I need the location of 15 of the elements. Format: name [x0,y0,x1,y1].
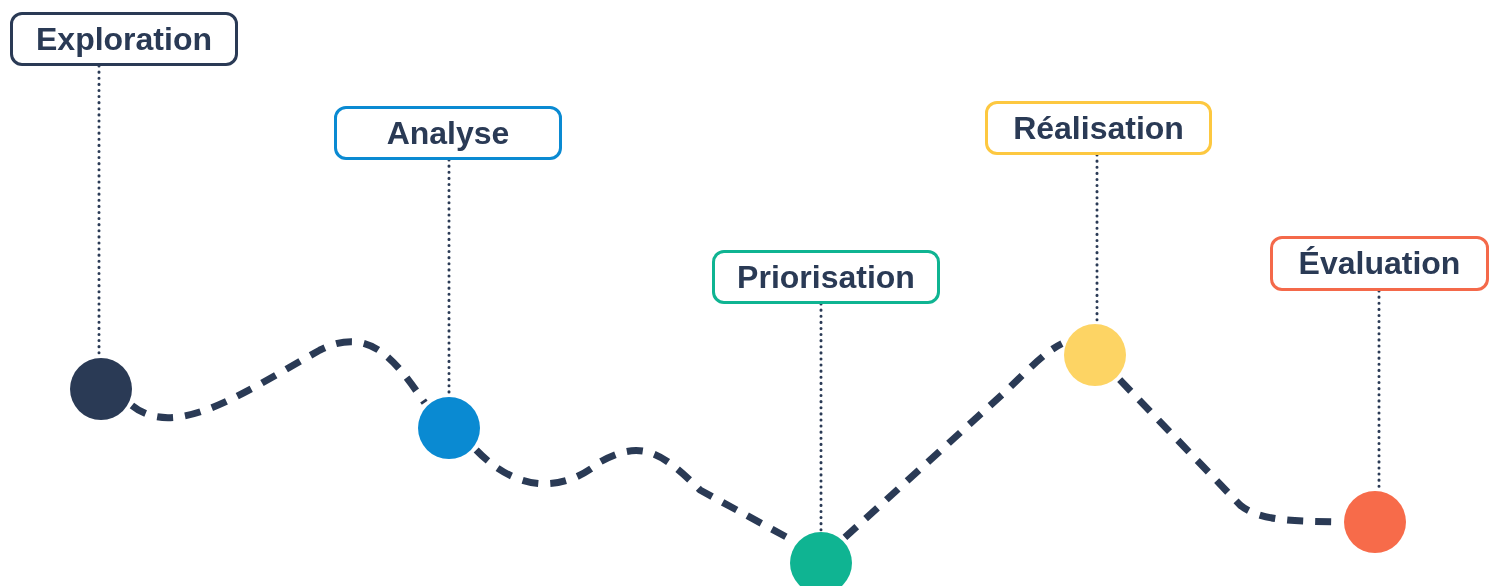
label-box [985,101,1212,155]
stage-label: Analyse [386,114,510,152]
stage-label: Exploration [36,20,212,58]
label-box [712,250,940,304]
label-box [1270,236,1489,291]
milestone-circle [790,532,852,586]
stage-label: Évaluation [1298,245,1461,282]
label-box [10,12,238,66]
dashed-path [842,340,1064,540]
label-box [334,106,562,160]
stage-label: Réalisation [1013,109,1184,147]
milestone-circle [418,397,480,459]
dashed-path [130,338,428,422]
stage-label: Priorisation [737,258,915,296]
leader-line [819,302,823,534]
